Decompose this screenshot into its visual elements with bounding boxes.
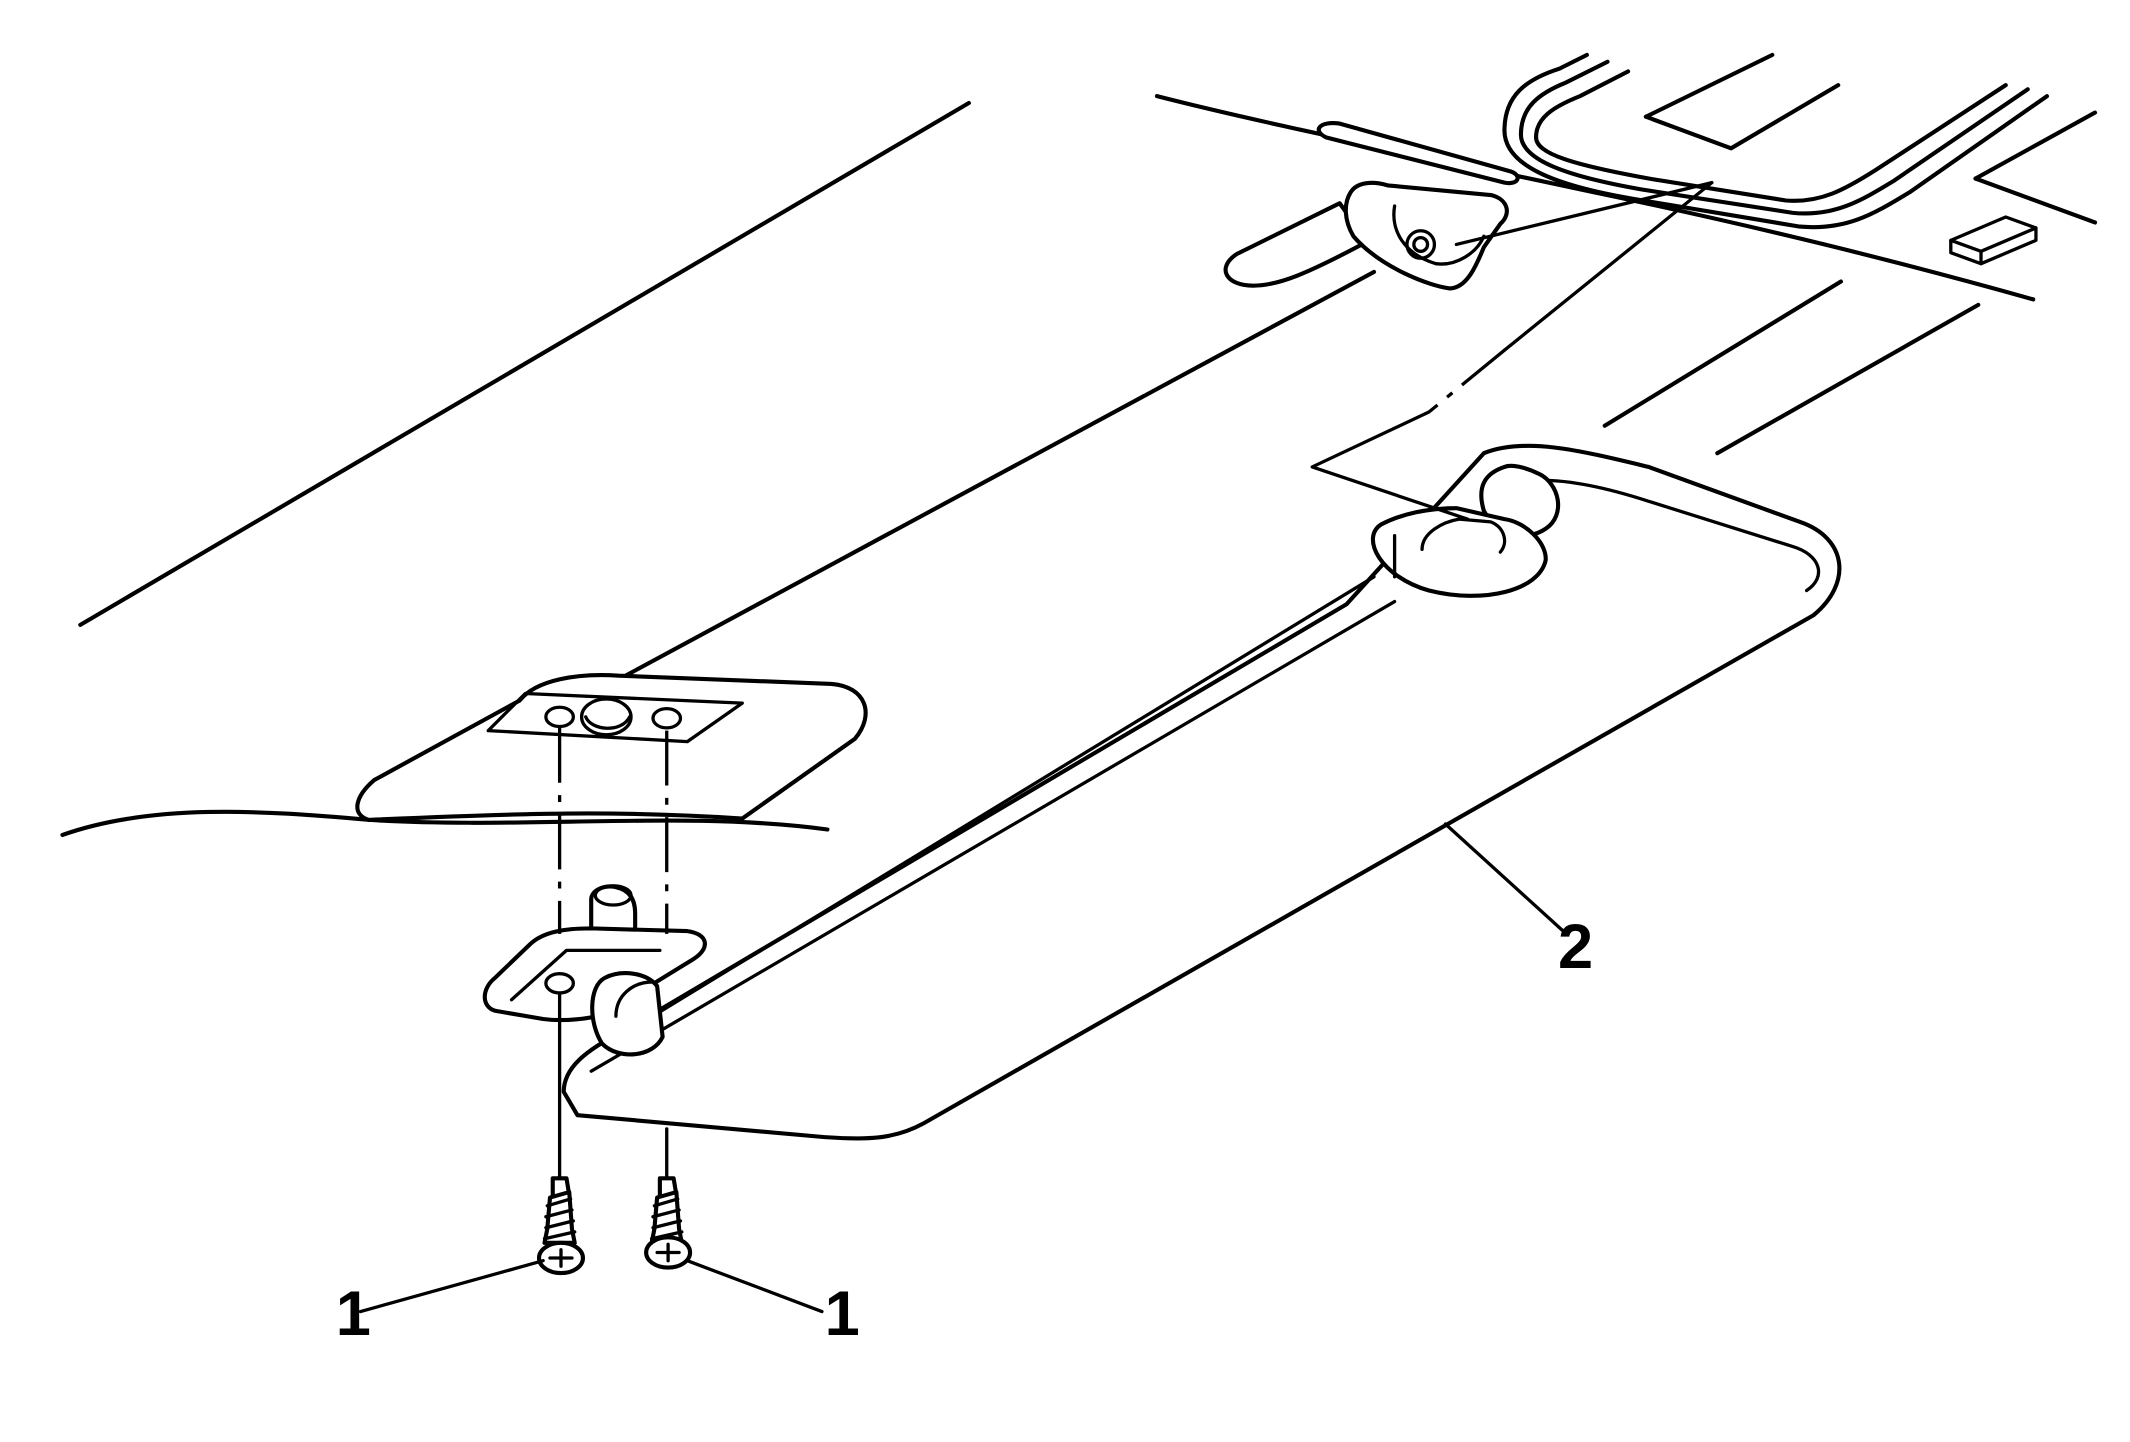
leader-lines: [358, 822, 1568, 1314]
callout-screw-left: 1: [336, 1279, 371, 1349]
headliner-edges: [60, 94, 2036, 838]
screw-left: [536, 1176, 586, 1276]
screw-right: [644, 1176, 693, 1270]
callout-screw-right: 1: [825, 1279, 860, 1349]
headliner-mounting-pad: [355, 673, 868, 822]
sunshade-hinge-bracket: [482, 884, 707, 1057]
screw-alignment-lines: [557, 727, 669, 1180]
sunshade: [561, 443, 1842, 1141]
callout-sunshade: 2: [1558, 912, 1593, 982]
sunshade-retainer-clip: [1223, 121, 1520, 291]
pivot-rod-line: [1310, 181, 1714, 521]
roof-console-trim: [1502, 52, 2098, 456]
